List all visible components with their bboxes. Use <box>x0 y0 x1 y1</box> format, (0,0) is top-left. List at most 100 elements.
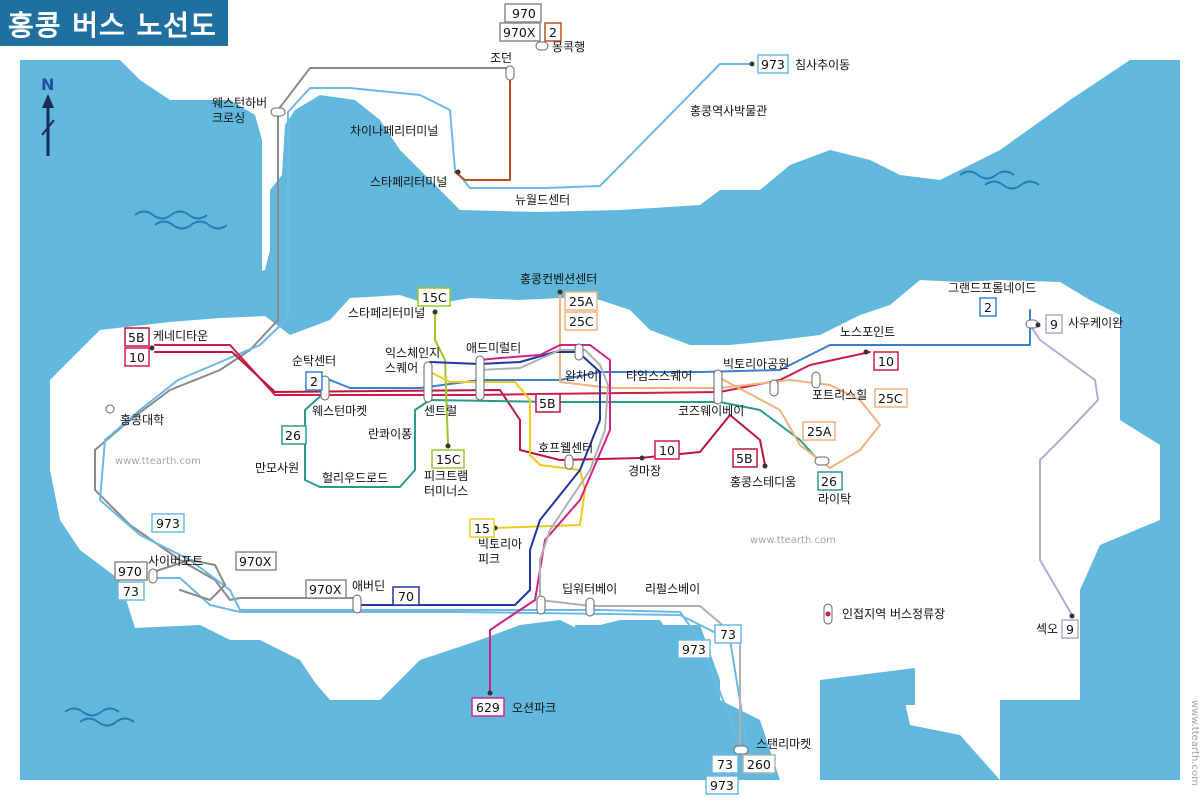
badge-970x-top[interactable] <box>499 22 541 42</box>
badge-10-np[interactable] <box>873 351 899 371</box>
stop-mongkok[interactable] <box>535 41 549 51</box>
badge-73-rep[interactable] <box>714 624 742 644</box>
label-wh-crossing-2: 크로싱 <box>212 111 245 125</box>
stop-hopewell[interactable] <box>564 454 574 470</box>
stop-admiralty[interactable] <box>475 355 485 401</box>
badge-15-peak[interactable] <box>469 518 495 538</box>
badge-970x-mid[interactable] <box>235 551 277 571</box>
badge-10-left[interactable] <box>124 347 150 367</box>
badge-25a-mid-text: 25A <box>807 424 832 439</box>
label-repulse: 리펄스베이 <box>645 582 700 596</box>
badge-2-shuntak[interactable] <box>305 371 323 391</box>
title-banner: 홍콩 버스 노선도 <box>0 0 228 46</box>
dot-kennedy[interactable] <box>149 345 155 351</box>
stop-tai-hang[interactable] <box>814 456 830 466</box>
label-shun-tak: 순탁센터 <box>292 354 336 368</box>
dot-hkcec[interactable] <box>557 289 563 295</box>
label-jordan: 조던 <box>490 51 512 65</box>
dot-stadium[interactable] <box>762 463 768 469</box>
badge-5b-stad[interactable] <box>732 448 758 468</box>
label-hollywood: 헐리우드로드 <box>322 471 388 485</box>
badge-260-st-text: 260 <box>747 757 771 772</box>
badge-973-rep[interactable] <box>677 639 711 659</box>
route-970-line <box>94 67 511 601</box>
stop-hku[interactable] <box>105 404 115 414</box>
label-shek-o: 섹오 <box>1036 622 1058 636</box>
badge-970x-ab[interactable] <box>305 579 347 599</box>
badge-73-st[interactable] <box>711 754 739 774</box>
label-racecourse: 경마장 <box>628 464 661 478</box>
label-hku: 홍콩대학 <box>120 413 164 427</box>
badge-973-hku[interactable] <box>151 513 185 533</box>
badge-15c-bot[interactable] <box>431 449 465 469</box>
badge-970x-top-text: 970X <box>503 25 536 40</box>
dot-race[interactable] <box>639 455 645 461</box>
stop-aberdeen[interactable] <box>352 594 362 614</box>
badge-26-tai[interactable] <box>817 471 843 491</box>
badge-260-st[interactable] <box>742 754 776 774</box>
badge-25a-mid[interactable] <box>802 421 836 441</box>
dot-sai-wan-ho[interactable] <box>1035 322 1041 328</box>
label-hkcec: 홍콩컨벤션센터 <box>520 272 597 286</box>
badge-25a-top[interactable] <box>564 291 598 311</box>
label-western-mkt: 웨스턴마켓 <box>312 404 367 418</box>
badge-629-op[interactable] <box>471 697 505 717</box>
stop-cyberport[interactable] <box>148 568 158 584</box>
label-fortress: 포트리스힐 <box>812 388 867 402</box>
badge-973-top[interactable] <box>757 54 789 74</box>
label-hopewell: 호프웰센터 <box>538 441 593 455</box>
route-260-line <box>479 349 741 753</box>
badge-9-sai[interactable] <box>1045 314 1063 334</box>
badge-25c-ft[interactable] <box>874 388 908 408</box>
badge-70-ab[interactable] <box>392 586 420 606</box>
badge-15c-top[interactable] <box>417 287 451 307</box>
north-arrow: N <box>41 75 55 156</box>
stop-stanley[interactable] <box>733 745 749 755</box>
label-kennedy: 케네디타운 <box>153 329 208 343</box>
stop-deep-water[interactable] <box>536 595 546 615</box>
stop-jordan[interactable] <box>505 65 515 81</box>
stop-repulse[interactable] <box>585 597 595 617</box>
badge-25c-ft-text: 25C <box>878 391 903 406</box>
label-new-world: 뉴월드센터 <box>515 193 570 207</box>
badge-10-race[interactable] <box>654 440 680 460</box>
badge-15c-top-text: 15C <box>422 290 447 305</box>
badge-970-cyb[interactable] <box>114 561 148 581</box>
stop-times-sq[interactable] <box>713 369 723 405</box>
badge-2-grand-text: 2 <box>984 300 992 315</box>
dot-ocean-park[interactable] <box>487 690 493 696</box>
dot-star-ferry-n[interactable] <box>455 169 461 175</box>
badge-973-st[interactable] <box>705 775 739 795</box>
label-peak-tram-1: 피크트램 <box>424 469 468 483</box>
label-central: 센트럴 <box>424 404 457 418</box>
badge-5b-mid[interactable] <box>535 393 561 413</box>
badge-2-grand[interactable] <box>979 297 997 317</box>
label-cyberport: 사이버포트 <box>148 554 203 568</box>
dot-star-ferry-c[interactable] <box>432 309 438 315</box>
kowloon-land <box>20 20 1180 275</box>
badge-2-shuntak-text: 2 <box>310 374 318 389</box>
label-victoria-peak-1: 빅토리아 <box>478 537 522 551</box>
stop-fortress[interactable] <box>811 371 821 389</box>
badge-15-peak-text: 15 <box>474 521 490 536</box>
badge-970-top[interactable] <box>504 3 542 23</box>
dot-north-point[interactable] <box>863 349 869 355</box>
stop-exchange[interactable] <box>423 361 433 403</box>
badge-25c-top[interactable] <box>564 311 598 331</box>
label-victoria-park: 빅토리아공원 <box>723 357 789 371</box>
dot-peak-tram[interactable] <box>445 443 451 449</box>
stop-wh-crossing[interactable] <box>270 107 286 117</box>
badge-5b-left[interactable] <box>124 327 150 347</box>
north-arrowhead-icon <box>42 94 54 108</box>
stop-victoria-park[interactable] <box>769 379 779 397</box>
badge-970x-mid-text: 970X <box>239 554 272 569</box>
badge-629-op-text: 629 <box>476 700 500 715</box>
badge-9-shek[interactable] <box>1061 619 1079 639</box>
label-tst: 침사추이동 <box>795 58 850 72</box>
badge-2-top[interactable] <box>544 22 562 42</box>
badge-26-left[interactable] <box>281 425 307 445</box>
badge-73-cyb[interactable] <box>117 581 145 601</box>
stop-wanchai[interactable] <box>574 343 584 361</box>
dot-shek-o[interactable] <box>1069 613 1075 619</box>
dot-tst[interactable] <box>749 61 755 67</box>
